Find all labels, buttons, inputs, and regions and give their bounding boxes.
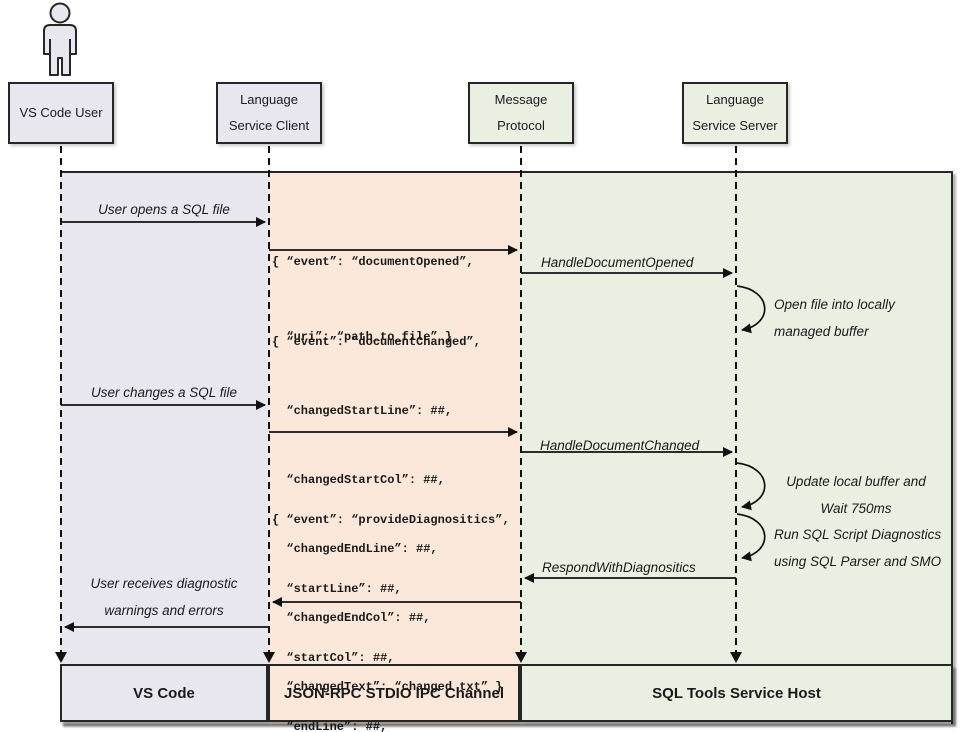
participant-label: VS Code User <box>19 105 103 120</box>
participant-message-protocol: Message Protocol <box>468 82 574 144</box>
payload-line: “endLine”: ##, <box>272 720 388 732</box>
payload-line: “changedStartCol”: ##, <box>272 473 445 487</box>
participant-label-line: Language <box>706 92 764 107</box>
participant-service-client: Language Service Client <box>216 82 322 144</box>
self-loop-update-buffer <box>736 462 766 511</box>
payload-line: “changedEndLine”: ##, <box>272 542 438 556</box>
payload-line: { “event”: “documentOpened”, <box>272 255 474 269</box>
message-user-changes-file: User changes a SQL file <box>90 385 238 400</box>
footer-label: VS Code <box>133 684 195 702</box>
payload-document-opened: { “event”: “documentOpened”, “uri”: “pat… <box>272 200 474 400</box>
payload-line: “startLine”: ##, <box>272 582 402 596</box>
message-user-opens-file: User opens a SQL file <box>98 202 230 217</box>
payload-document-changed: { “event”: “documentChanged”, “changedSt… <box>272 285 502 732</box>
note-line: managed buffer <box>774 324 869 339</box>
note-run-sql-diagnostics: Run SQL Script Diagnostics using SQL Par… <box>774 521 941 575</box>
message-respond-with-diagnostics: RespondWithDiagnositics <box>542 560 696 575</box>
message-user-receives-diagnostics: User receives diagnostic warnings and er… <box>60 570 268 624</box>
payload-line: { “event”: “provideDiagnositics”, <box>272 513 510 527</box>
payload-line: “uri”: “path_to_file” } <box>272 330 453 344</box>
payload-line: “changedText”: “changed txt” } <box>272 680 503 694</box>
self-loop-run-diagnostics <box>736 513 766 562</box>
participant-label-line: Message <box>494 92 548 107</box>
message-handle-document-opened: HandleDocumentOpened <box>541 255 694 270</box>
participant-vscode-user: VS Code User <box>8 82 114 144</box>
footer-service-host: SQL Tools Service Host <box>520 664 953 722</box>
participant-label-line: Service Client <box>228 118 310 133</box>
payload-line: “changedStartLine”: ##, <box>272 404 453 418</box>
message-line: User receives diagnostic <box>90 576 238 591</box>
lifeline-end-arrow-client <box>263 652 275 663</box>
note-line: Wait 750ms <box>820 501 892 516</box>
participant-label-line: Protocol <box>497 118 545 133</box>
message-handle-document-changed: HandleDocumentChanged <box>540 438 700 453</box>
payload-line: “startCol”: ##, <box>272 651 395 665</box>
footer-label: SQL Tools Service Host <box>652 684 821 702</box>
footer-ipc-channel: JSON-RPC STDIO IPC Channel <box>268 664 520 722</box>
note-line: Open file into locally <box>774 297 895 312</box>
message-line: warnings and errors <box>104 603 224 618</box>
payload-provide-diagnostics: { “event”: “provideDiagnositics”, “start… <box>272 463 510 732</box>
note-line: using SQL Parser and SMO <box>774 554 942 569</box>
footer-label: JSON-RPC STDIO IPC Channel <box>283 684 505 702</box>
payload-line: “changedEndCol”: ##, <box>272 611 431 625</box>
note-line: Update local buffer and <box>786 474 926 489</box>
note-open-file-into-buffer: Open file into locally managed buffer <box>774 291 895 345</box>
lifeline-end-arrow-server <box>730 652 742 663</box>
payload-line: { “event”: “documentChanged”, <box>272 335 481 349</box>
note-update-buffer-wait: Update local buffer and Wait 750ms <box>770 468 942 522</box>
self-loop-open-file <box>736 285 766 334</box>
note-line: Run SQL Script Diagnostics <box>774 527 942 542</box>
user-actor-icon <box>43 2 77 76</box>
footer-vscode: VS Code <box>60 664 268 722</box>
lifeline-end-arrow-user <box>55 652 67 663</box>
lifeline-end-arrow-protocol <box>515 652 527 663</box>
participant-label-line: Language <box>240 92 298 107</box>
band-ipc-channel <box>268 173 520 724</box>
participant-service-server: Language Service Server <box>682 82 788 144</box>
participant-label-line: Service Server <box>692 118 778 133</box>
band-vscode-user <box>60 173 268 724</box>
